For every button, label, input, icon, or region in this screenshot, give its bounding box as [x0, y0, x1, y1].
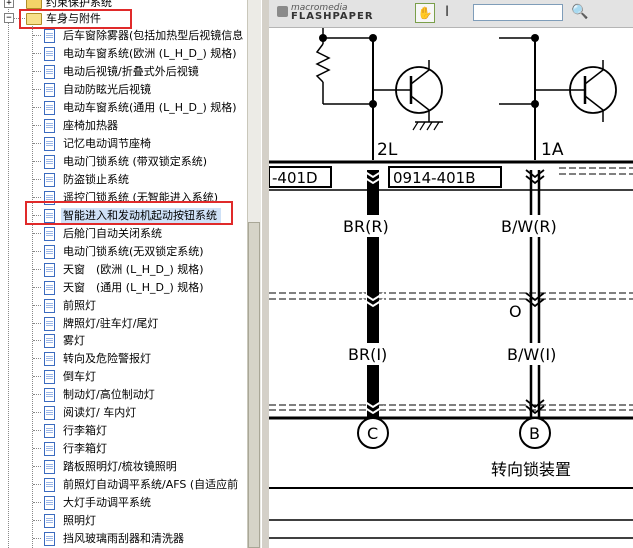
document-icon [44, 101, 55, 115]
terminal-c [357, 417, 389, 449]
document-icon [44, 424, 55, 438]
document-icon [44, 334, 55, 348]
connector-box-right [388, 166, 502, 188]
viewer-toolbar: macromedia FLASHPAPER ✋ I 🔍 [269, 0, 633, 28]
document-icon [44, 227, 55, 241]
open-folder-icon [26, 13, 42, 25]
document-icon [44, 119, 55, 133]
junction-dot [369, 100, 377, 108]
document-icon [44, 65, 55, 79]
wire-br [367, 170, 379, 418]
hand-tool-button[interactable]: ✋ [415, 3, 435, 23]
document-icon [44, 514, 55, 528]
document-icon [44, 263, 55, 277]
wire-label-bw-i: B/W(I) [507, 345, 556, 364]
text-select-tool-button[interactable]: I [445, 4, 450, 20]
folder-icon [26, 0, 42, 9]
resistor-symbol [315, 43, 331, 83]
document-icon [44, 47, 55, 61]
tree-scrollbar-thumb[interactable] [248, 222, 260, 548]
document-icon [44, 83, 55, 97]
document-icon [44, 173, 55, 187]
macromedia-logo-icon [277, 6, 288, 17]
terminal-label-c: C [367, 424, 378, 443]
pin-label-1a: 1A [541, 140, 564, 160]
flashpaper-viewer: 2L 1A -401D 0914-401B BR(R) B/W(R) O [269, 0, 633, 548]
logo-bottom-text: FLASHPAPER [291, 11, 374, 22]
document-icon [44, 442, 55, 456]
wiring-diagram: 2L 1A -401D 0914-401B BR(R) B/W(R) O [269, 28, 633, 539]
search-icon[interactable]: 🔍 [571, 4, 589, 20]
logo-top-text: macromedia [291, 3, 348, 13]
document-icon [44, 388, 55, 402]
connector-box-left [269, 166, 332, 188]
document-tree-panel[interactable]: + 约束保护系统 − 车身与附件 后车窗除雾器(包括加热型后视镜信息电动车窗系统… [0, 0, 247, 548]
wire-label-br-i: BR(I) [348, 345, 387, 364]
highlight-box-folder [19, 9, 132, 29]
tree-toggle-collapsed[interactable]: + [4, 0, 14, 8]
search-input[interactable] [473, 4, 563, 21]
connector-label-right: 0914-401B [393, 169, 476, 187]
mark-o: O [509, 302, 522, 321]
selection-background [61, 208, 221, 224]
document-icon [44, 245, 55, 259]
document-icon [44, 460, 55, 474]
highlight-box-selected-item [25, 201, 233, 225]
component-caption: 转向锁装置 [491, 460, 571, 479]
terminal-label-b: B [529, 424, 540, 443]
document-icon [44, 478, 55, 492]
document-icon [44, 137, 55, 151]
document-icon [44, 406, 55, 420]
document-icon [44, 317, 55, 331]
document-icon [44, 155, 55, 169]
terminal-b [519, 417, 551, 449]
document-icon [44, 496, 55, 510]
document-icon [44, 532, 55, 546]
document-icon [44, 191, 55, 205]
document-icon [44, 299, 55, 313]
wire-label-br-r: BR(R) [343, 217, 389, 236]
connector-label-left: -401D [272, 169, 318, 187]
document-icon [44, 352, 55, 366]
document-icon [44, 370, 55, 384]
wire-label-bw-r: B/W(R) [501, 217, 557, 236]
document-icon [44, 281, 55, 295]
document-icon [44, 209, 55, 223]
document-icon [44, 29, 55, 43]
pin-label-2l: 2L [377, 140, 398, 160]
